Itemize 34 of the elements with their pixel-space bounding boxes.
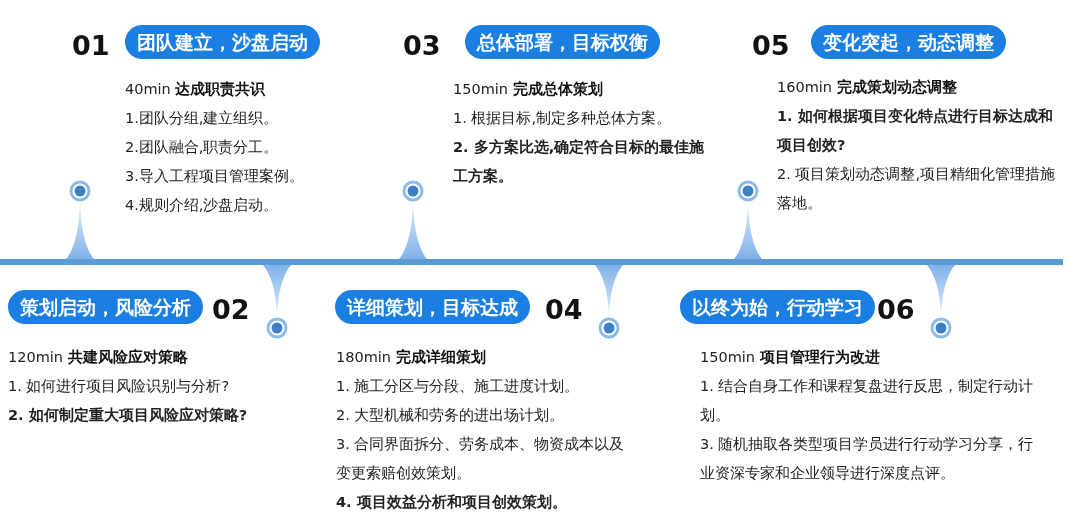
description-text: 3.导入工程项目管理案例。 [125, 167, 305, 186]
duration-heading: 120min 共建风险应对策略 [8, 348, 189, 367]
description-text: 2. 大型机械和劳务的进出场计划。 [336, 406, 566, 425]
description-text: 3. 合同界面拆分、劳务成本、物资成本以及变更索赔创效策划。 [336, 435, 626, 483]
step-number: 06 [877, 295, 915, 325]
description-text: 2. 如何制定重大项目风险应对策略? [8, 406, 249, 425]
duration-heading: 150min 完成总体策划 [453, 80, 604, 99]
phase-title-pill: 策划启动，风险分析 [8, 290, 203, 324]
phase-title-pill: 团队建立，沙盘启动 [125, 25, 320, 59]
description-text: 2. 多方案比选,确定符合目标的最佳施工方案。 [453, 138, 706, 186]
phase-title-pill: 变化突起，动态调整 [811, 25, 1006, 59]
duration-heading: 160min 完成策划动态调整 [777, 78, 958, 97]
description-text: 2. 项目策划动态调整,项目精细化管理措施落地。 [777, 165, 1057, 213]
phase-title-pill: 总体部署，目标权衡 [465, 25, 660, 59]
description-text: 1. 如何进行项目风险识别与分析? [8, 377, 231, 396]
step-number: 03 [403, 31, 441, 61]
step-number: 02 [212, 295, 250, 325]
description-text: 4. 项目效益分析和项目创效策划。 [336, 493, 568, 512]
description-text: 1.团队分组,建立组织。 [125, 109, 280, 128]
step-number: 04 [545, 295, 583, 325]
phase-title-pill: 详细策划，目标达成 [335, 290, 530, 324]
description-text: 1. 根据目标,制定多种总体方案。 [453, 109, 673, 128]
step-number: 01 [72, 31, 110, 61]
description-text: 3. 随机抽取各类型项目学员进行行动学习分享，行业资深专家和企业领导进行深度点评。 [700, 435, 1035, 483]
description-text: 1. 结合自身工作和课程复盘进行反思，制定行动计划。 [700, 377, 1035, 425]
description-text: 4.规则介绍,沙盘启动。 [125, 196, 280, 215]
step-number: 05 [752, 31, 790, 61]
duration-heading: 180min 完成详细策划 [336, 348, 487, 367]
phase-title-pill: 以终为始，行动学习 [680, 290, 875, 324]
description-text: 1. 施工分区与分段、施工进度计划。 [336, 377, 581, 396]
description-text: 1. 如何根据项目变化特点进行目标达成和项目创效? [777, 107, 1054, 155]
duration-heading: 150min 项目管理行为改进 [700, 348, 881, 367]
duration-heading: 40min 达成职责共识 [125, 80, 267, 99]
description-text: 2.团队融合,职责分工。 [125, 138, 280, 157]
